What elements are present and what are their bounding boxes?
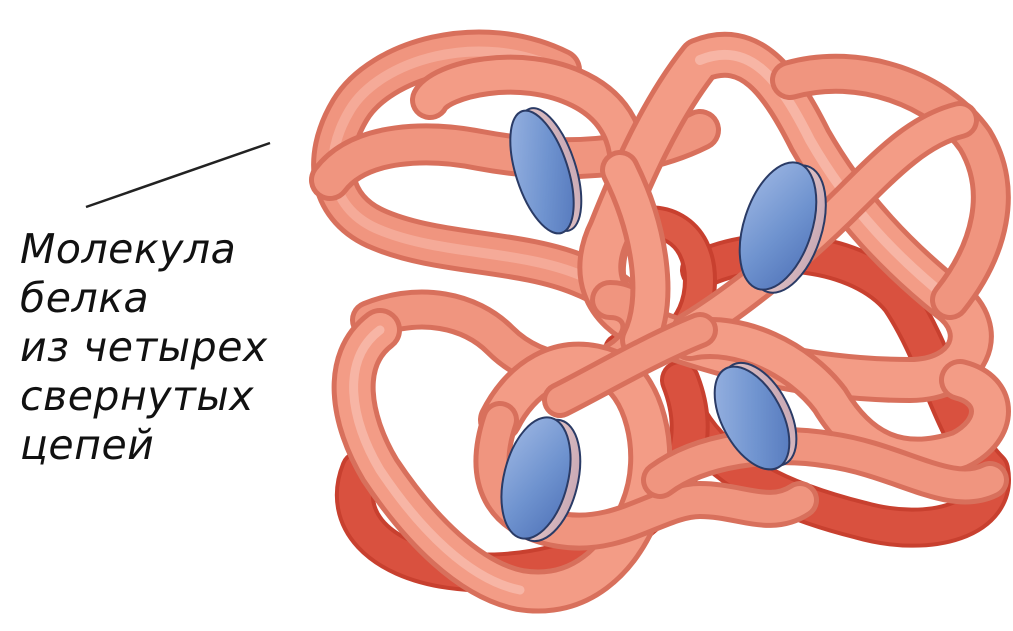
molecule-caption: Молекула белка из четырех свернутых цепе…	[20, 225, 268, 470]
caption-line: цепей	[20, 421, 268, 470]
caption-line: белка	[20, 274, 268, 323]
caption-line: из четырех	[20, 323, 268, 372]
pointer-line	[86, 143, 270, 207]
caption-line: свернутых	[20, 372, 268, 421]
caption-line: Молекула	[20, 225, 268, 274]
